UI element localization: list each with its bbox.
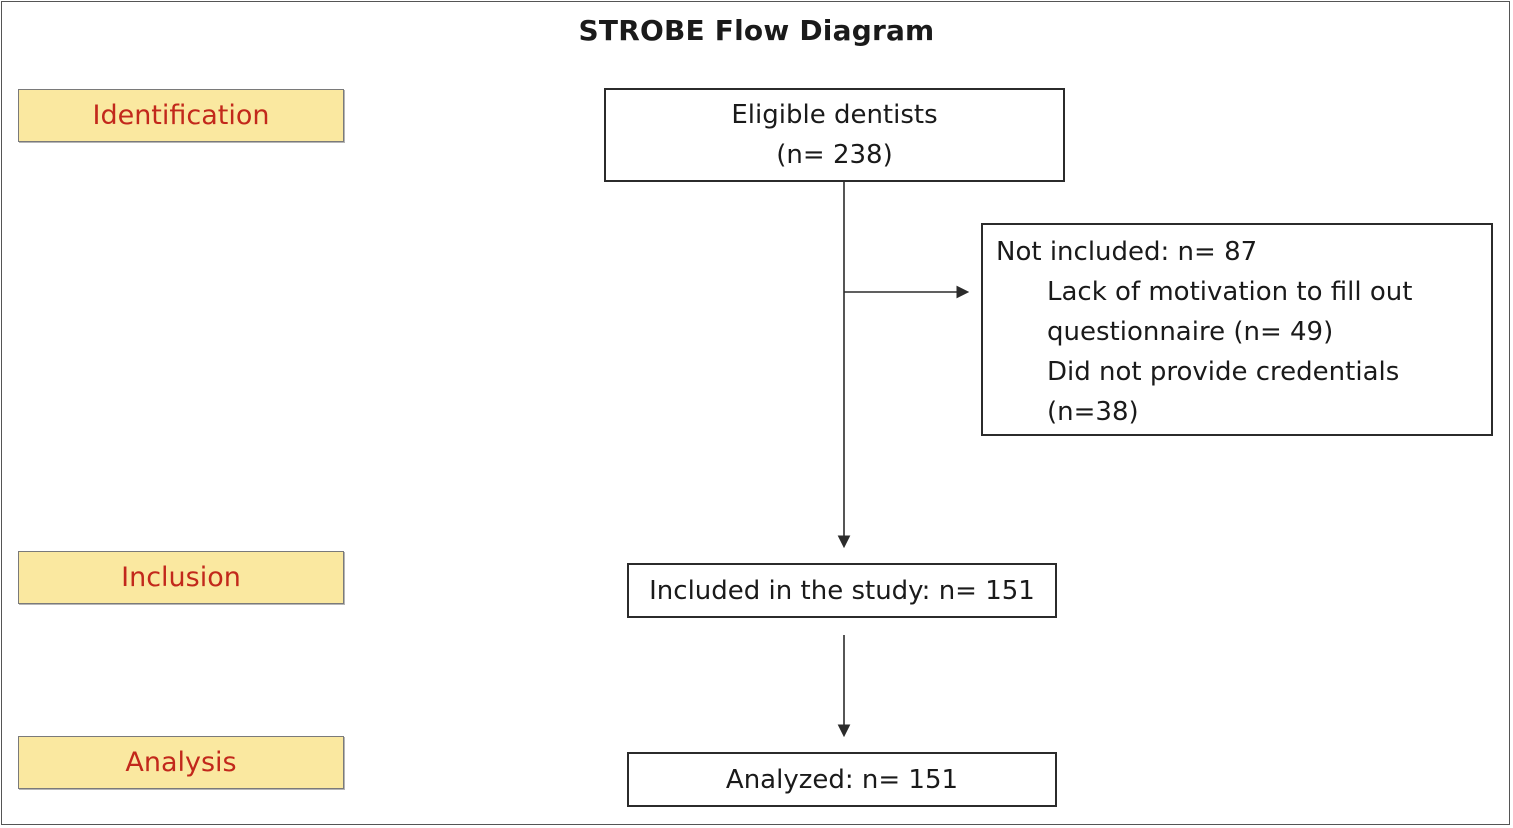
eligible-dentists-box: Eligible dentists (n= 238) [604,88,1065,182]
stage-analysis-label: Analysis [125,747,237,778]
stage-inclusion-label: Inclusion [121,562,241,593]
stage-inclusion: Inclusion [18,551,344,604]
not-included-box: Not included: n= 87 Lack of motivation t… [981,223,1493,436]
analyzed-box: Analyzed: n= 151 [627,752,1057,807]
reason-motivation-line2: questionnaire (n= 49) [1047,317,1334,347]
eligible-dentists-count: (n= 238) [776,140,893,170]
eligible-dentists-label: Eligible dentists [731,100,938,130]
reason-motivation-line1: Lack of motivation to fill out [1047,277,1413,307]
included-box: Included in the study: n= 151 [627,563,1057,618]
stage-identification-label: Identification [92,100,270,131]
diagram-title: STROBE Flow Diagram [578,14,935,47]
reason-credentials-line1: Did not provide credentials [1047,357,1400,387]
stage-analysis: Analysis [18,736,344,789]
analyzed-label: Analyzed: n= 151 [725,764,959,795]
not-included-header: Not included: n= 87 [996,237,1258,267]
included-label: Included in the study: n= 151 [649,575,1035,606]
stage-identification: Identification [18,89,344,142]
reason-credentials-line2: (n=38) [1047,397,1139,427]
